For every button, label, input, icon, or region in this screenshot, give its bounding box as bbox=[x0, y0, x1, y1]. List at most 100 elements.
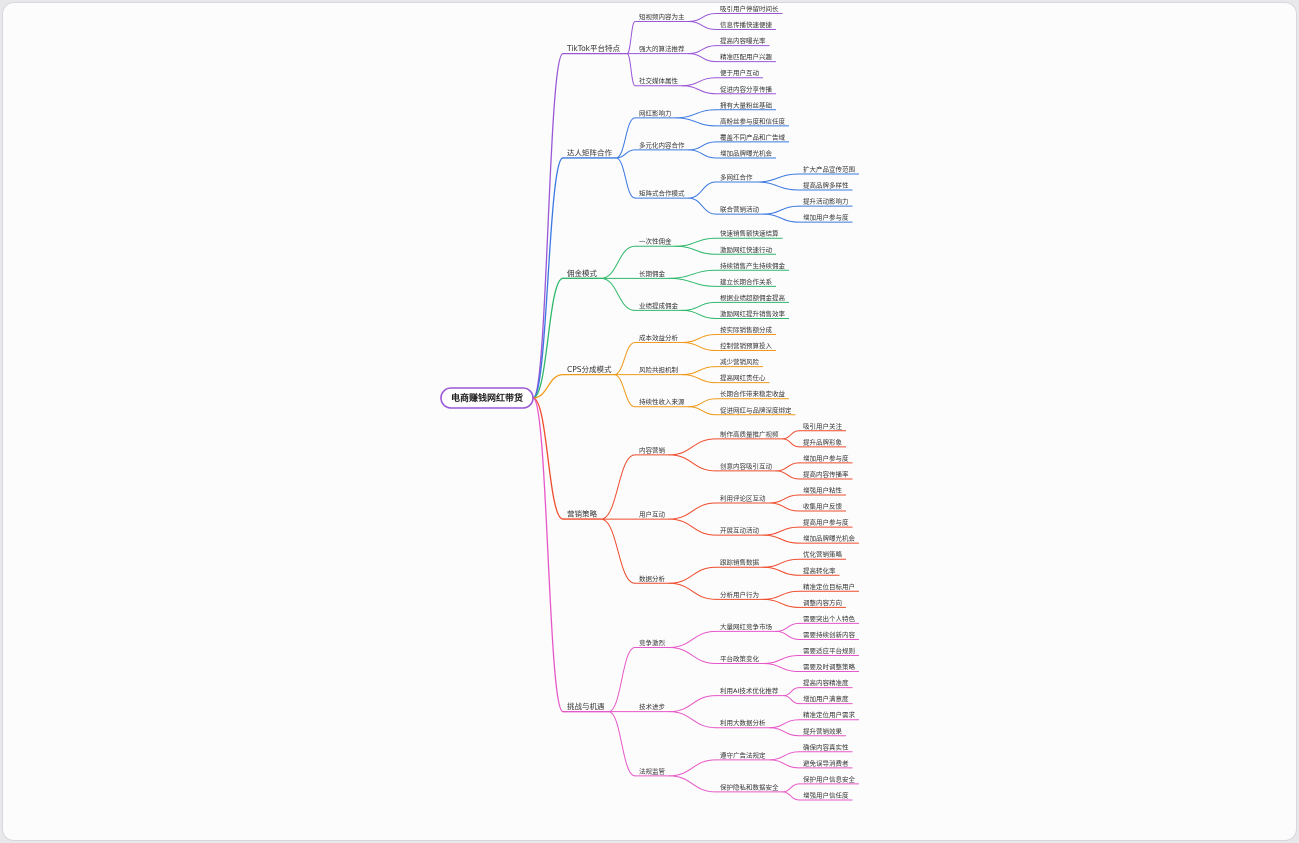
topic-node-label[interactable]: 跟踪销售数据 bbox=[720, 558, 760, 567]
branch-node-label[interactable]: CPS分成模式 bbox=[567, 364, 612, 374]
leaf-node-label[interactable]: 收集用户反馈 bbox=[803, 502, 843, 511]
leaf-node-label[interactable]: 便于用户互动 bbox=[720, 68, 760, 77]
topic-node-label[interactable]: 成本效益分析 bbox=[639, 333, 679, 342]
topic-node-label[interactable]: 业绩提成佣金 bbox=[639, 301, 679, 310]
topic-node-label[interactable]: 竞争激烈 bbox=[639, 638, 666, 647]
topic-node-label[interactable]: 创意内容吸引互动 bbox=[720, 461, 773, 470]
leaf-node-label[interactable]: 提高内容传播率 bbox=[803, 469, 849, 478]
branch-node-label[interactable]: 达人矩阵合作 bbox=[567, 147, 612, 157]
topic-node-label[interactable]: 矩阵式合作模式 bbox=[639, 189, 685, 198]
leaf-node-label[interactable]: 高粉丝参与度和信任度 bbox=[720, 116, 786, 125]
leaf-node-label[interactable]: 快速销售额快速结算 bbox=[720, 229, 779, 238]
topic-node-label[interactable]: 网红影响力 bbox=[639, 108, 672, 117]
leaf-node-label[interactable]: 提高转化率 bbox=[803, 566, 836, 575]
topic-node-label[interactable]: 技术进步 bbox=[639, 702, 666, 711]
leaf-node-label[interactable]: 根据业绩超额佣金提高 bbox=[720, 293, 786, 302]
leaf-node-label[interactable]: 增加品牌曝光机会 bbox=[803, 534, 856, 543]
topic-node-label[interactable]: 持续性收入来源 bbox=[639, 397, 685, 406]
topic-node-label[interactable]: 法规监管 bbox=[639, 766, 666, 775]
leaf-node-label[interactable]: 增强用户粘性 bbox=[803, 486, 843, 495]
topic-node-label[interactable]: 保护隐私和数据安全 bbox=[720, 782, 779, 791]
leaf-node-label[interactable]: 提升品牌形象 bbox=[803, 437, 843, 446]
connector-line bbox=[782, 430, 800, 440]
leaf-node-label[interactable]: 精准匹配用户兴趣 bbox=[720, 52, 773, 61]
leaf-node-label[interactable]: 增加用户满意度 bbox=[803, 694, 849, 703]
leaf-node-label[interactable]: 确保内容真实性 bbox=[803, 742, 849, 751]
branch-node-label[interactable]: 佣金模式 bbox=[567, 268, 597, 278]
leaf-node-label[interactable]: 增加品牌曝光机会 bbox=[720, 148, 773, 157]
topic-node-label[interactable]: 利用AI技术优化推荐 bbox=[720, 686, 779, 695]
topic-node-label[interactable]: 用户互动 bbox=[639, 510, 666, 519]
leaf-node-label[interactable]: 建立长期合作关系 bbox=[720, 277, 773, 286]
leaf-node-label[interactable]: 增加用户参与度 bbox=[803, 213, 849, 222]
leaf-node-label[interactable]: 吸引用户关注 bbox=[803, 421, 843, 430]
connector-line bbox=[681, 85, 717, 95]
leaf-node-label[interactable]: 避免误导消费者 bbox=[803, 758, 849, 767]
topic-node-label[interactable]: 风险共担机制 bbox=[639, 365, 679, 374]
leaf-node-label[interactable]: 促进内容分享传播 bbox=[720, 84, 773, 93]
topic-node-label[interactable]: 制作高质量推广视频 bbox=[720, 429, 779, 438]
topic-node-label[interactable]: 短视频内容为主 bbox=[639, 12, 685, 21]
root-node-box bbox=[440, 387, 534, 409]
leaf-node-label[interactable]: 提高内容曝光率 bbox=[720, 36, 766, 45]
leaf-node-label[interactable]: 激励网红提升销售效率 bbox=[720, 309, 786, 318]
leaf-node-label[interactable]: 提升活动影响力 bbox=[803, 197, 849, 206]
mindmap-diagram[interactable]: TikTok平台特点 短视频内容为主 吸引用户停留时间长信息传播快速便捷强大的算法推… bbox=[3, 3, 1296, 840]
leaf-node-label[interactable]: 长期合作带来稳定收益 bbox=[720, 389, 786, 398]
branch-node-label[interactable]: TikTok平台特点 bbox=[566, 43, 621, 53]
connector-line bbox=[769, 751, 800, 761]
leaf-node-label[interactable]: 需要突出个人特色 bbox=[803, 614, 856, 623]
leaf-node-label[interactable]: 增强用户信任度 bbox=[803, 790, 849, 799]
branch-node-label[interactable]: 营销策略 bbox=[567, 509, 597, 519]
leaf-node-label[interactable]: 激励网红快速行动 bbox=[720, 245, 773, 254]
topic-node-label[interactable]: 开展互动活动 bbox=[720, 526, 760, 535]
leaf-node-label[interactable]: 提高网红责任心 bbox=[720, 373, 766, 382]
leaf-node-label[interactable]: 调整内容方向 bbox=[803, 598, 842, 607]
topic-node-label[interactable]: 联合营销活动 bbox=[720, 205, 760, 214]
connector-line bbox=[775, 470, 800, 480]
leaf-node-label[interactable]: 促进网红与品牌深度绑定 bbox=[720, 405, 792, 414]
topic-node-label[interactable]: 平台政策变化 bbox=[720, 654, 760, 663]
leaf-node-label[interactable]: 扩大产品宣传范围 bbox=[803, 165, 855, 174]
topic-node-label[interactable]: 多网红合作 bbox=[720, 173, 753, 182]
leaf-node-label[interactable]: 精准定位用户需求 bbox=[803, 710, 856, 719]
leaf-node-label[interactable]: 提高品牌多样性 bbox=[803, 181, 849, 190]
branch-node-label[interactable]: 挑战与机遇 bbox=[567, 701, 605, 711]
leaf-node-label[interactable]: 保护用户信息安全 bbox=[803, 774, 856, 783]
topic-node-label[interactable]: 一次性佣金 bbox=[639, 237, 672, 246]
leaf-node-label[interactable]: 提升营销效果 bbox=[803, 726, 843, 735]
topic-node-label[interactable]: 数据分析 bbox=[639, 574, 666, 583]
topic-node-label[interactable]: 社交媒体属性 bbox=[639, 76, 679, 85]
topic-node-label[interactable]: 内容营销 bbox=[639, 445, 666, 454]
root-node[interactable]: 电商赚钱网红带货 bbox=[440, 387, 534, 409]
topic-node-label[interactable]: 强大的算法推荐 bbox=[639, 44, 685, 53]
topic-node-label[interactable]: 长期佣金 bbox=[639, 269, 666, 278]
topic-node-label[interactable]: 遵守广告法规定 bbox=[720, 750, 766, 759]
leaf-node-label[interactable]: 需要适应平台规则 bbox=[803, 646, 855, 655]
topic-node-label[interactable]: 利用大数据分析 bbox=[720, 718, 766, 727]
leaf-node-label[interactable]: 覆盖不同产品和广告域 bbox=[720, 132, 786, 141]
leaf-node-label[interactable]: 需要及时调整策略 bbox=[803, 662, 856, 671]
leaf-node-label[interactable]: 增加用户参与度 bbox=[803, 453, 849, 462]
leaf-node-label[interactable]: 需要持续创新内容 bbox=[803, 630, 856, 639]
leaf-node-label[interactable]: 控制营销预算投入 bbox=[720, 341, 773, 350]
leaf-node-label[interactable]: 减少营销风险 bbox=[720, 357, 760, 366]
leaf-node-label[interactable]: 优化营销策略 bbox=[803, 550, 843, 559]
leaf-node-label[interactable]: 精准定位目标用户 bbox=[803, 582, 855, 591]
connector-line bbox=[668, 759, 717, 777]
leaf-node-label[interactable]: 持续销售产生持续佣金 bbox=[720, 261, 786, 270]
topic-node-label[interactable]: 分析用户行为 bbox=[720, 590, 759, 599]
connector-line bbox=[532, 52, 564, 399]
leaf-node-label[interactable]: 信息传播快速便捷 bbox=[720, 20, 773, 29]
topic-node-label[interactable]: 大量网红竞争市场 bbox=[720, 622, 773, 631]
connector-line bbox=[782, 791, 800, 801]
leaf-node-label[interactable]: 吸引用户停留时间长 bbox=[720, 4, 779, 13]
leaf-node-label[interactable]: 提高用户参与度 bbox=[803, 518, 849, 527]
connector-line bbox=[762, 213, 800, 223]
leaf-node-label[interactable]: 拥有大量粉丝基础 bbox=[720, 100, 773, 109]
leaf-node-label[interactable]: 提高内容精准度 bbox=[803, 678, 849, 687]
topic-node-label[interactable]: 利用评论区互动 bbox=[720, 494, 766, 503]
topic-node-label[interactable]: 多元化内容合作 bbox=[639, 140, 685, 149]
leaf-node-label[interactable]: 按实际销售额分成 bbox=[720, 325, 773, 334]
